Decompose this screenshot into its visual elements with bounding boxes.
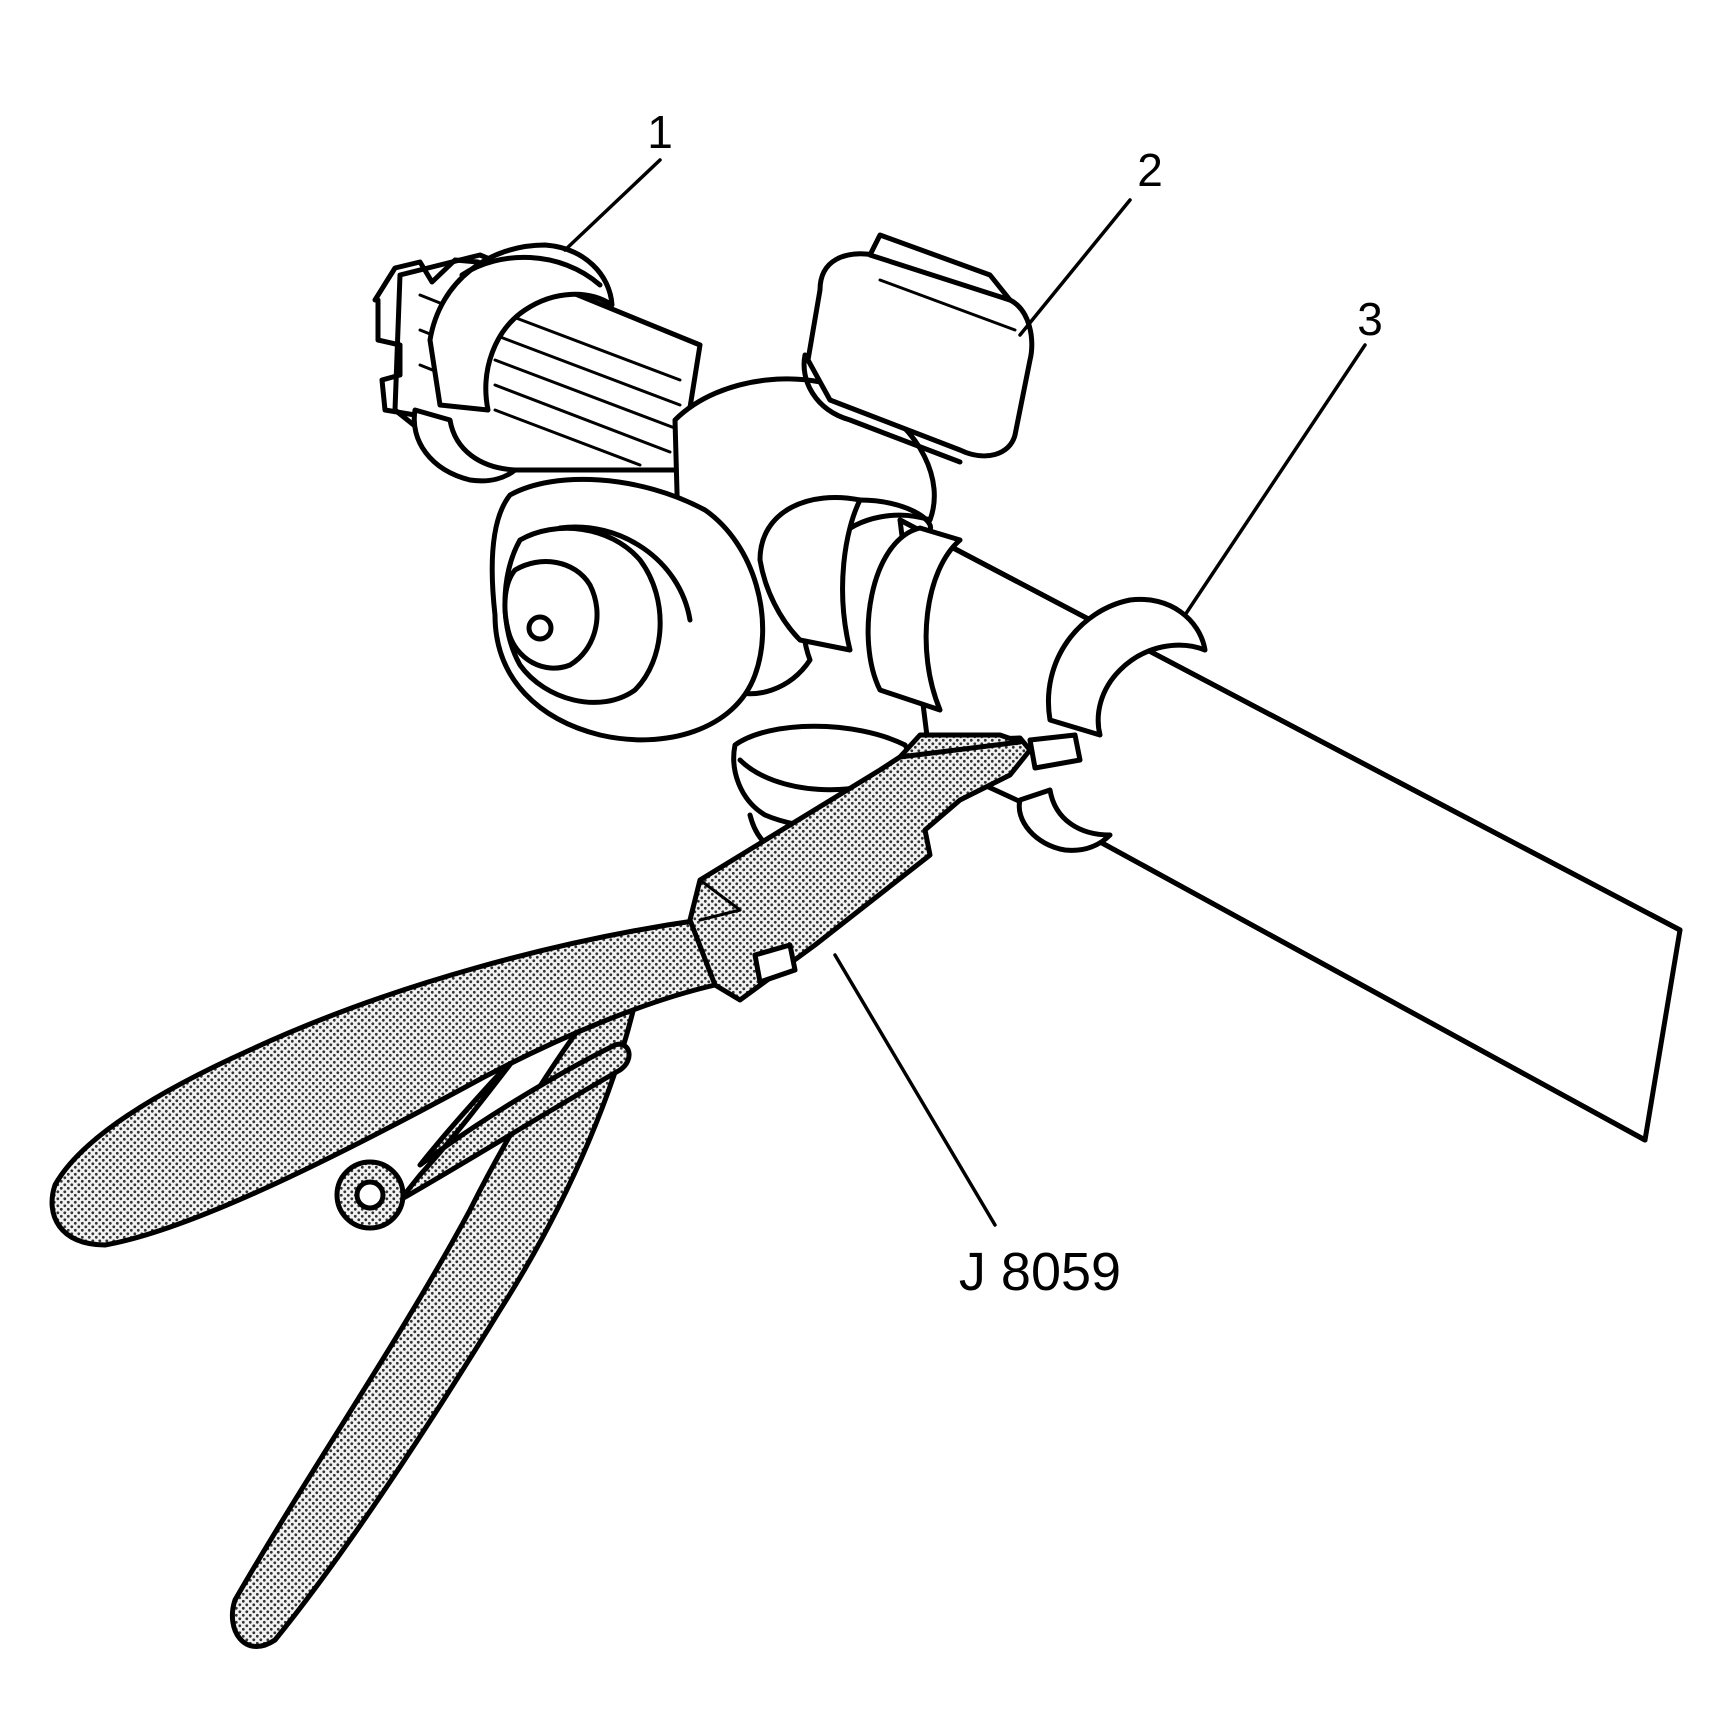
callout-1: 1: [647, 106, 673, 158]
tool-label-j8059: J 8059: [959, 1242, 1121, 1302]
bearing-cup-1: [411, 242, 615, 484]
leader-lines: [563, 158, 1367, 1227]
leader-1: [563, 158, 662, 252]
shaft: [865, 517, 1683, 1143]
retaining-ring-3: [1016, 596, 1208, 853]
front-bearing-cap: [489, 476, 766, 743]
leader-3: [1183, 343, 1367, 617]
leader-tool: [833, 953, 997, 1227]
callout-2: 2: [1137, 144, 1163, 196]
leader-2: [1018, 198, 1132, 337]
snap-ring-pliers: [49, 732, 1033, 1649]
callout-3: 3: [1357, 293, 1383, 345]
bearing-cup-2: [801, 232, 1035, 465]
